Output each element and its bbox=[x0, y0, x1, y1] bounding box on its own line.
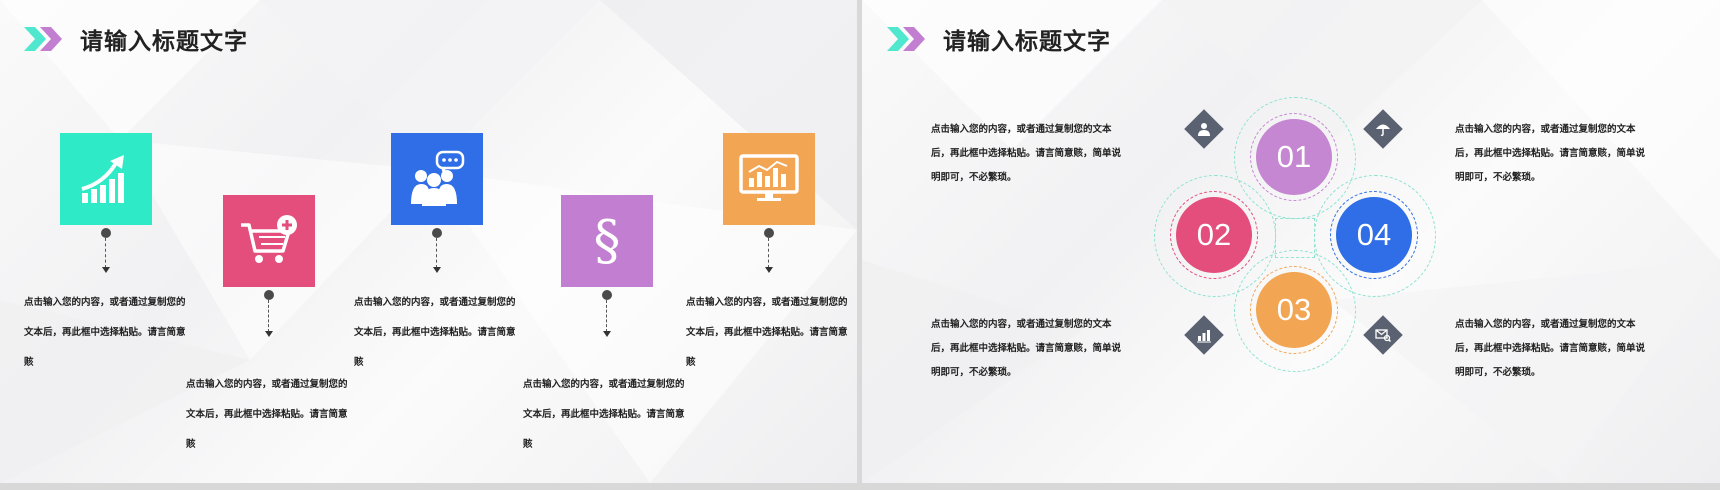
step-5-text: 点击输入您的内容，或者通过复制您的文本后，再此框中选择粘贴。请言简意赅 bbox=[686, 297, 848, 368]
point-number-04: 04 bbox=[1356, 217, 1392, 252]
growth-chart-icon bbox=[81, 155, 124, 203]
point-text-bottom-left: 点击输入您的内容，或者通过复制您的文本后，再此框中选择粘贴。请言简意赅，简单说明… bbox=[931, 319, 1122, 378]
point-text-top-right: 点击输入您的内容，或者通过复制您的文本后，再此框中选择粘贴。请言简意赅，简单说明… bbox=[1455, 124, 1646, 183]
team-chat-icon bbox=[411, 150, 465, 206]
timeline-connector bbox=[768, 238, 769, 268]
timeline-dot bbox=[432, 228, 442, 238]
timeline-dot bbox=[101, 228, 111, 238]
page-title: 请输入标题文字 bbox=[943, 29, 1111, 55]
point-circle-02: 02 bbox=[1170, 191, 1258, 279]
timeline-connector bbox=[606, 300, 607, 332]
step-4-text: 点击输入您的内容，或者通过复制您的文本后，再此框中选择粘贴。请言简意赅 bbox=[523, 379, 685, 450]
arrow-down-icon bbox=[765, 267, 773, 273]
slide-four-points: 请输入标题文字 点击输入您的内容，或者通过复制您的文本后，再此框中选择粘贴。请言… bbox=[862, 0, 1720, 483]
chevron-logo-icon bbox=[24, 27, 62, 51]
timeline-connector bbox=[105, 238, 106, 268]
slide-timeline: 请输入标题文字 点击输入您的内容，或者通过复制您的文本后，再此框中选择粘贴。请言… bbox=[0, 0, 857, 483]
title-row: 请输入标题文字 bbox=[887, 22, 1111, 56]
point-number-01: 01 bbox=[1276, 139, 1312, 174]
point-circle-01: 01 bbox=[1250, 113, 1338, 201]
user-icon bbox=[1198, 123, 1210, 136]
diamond-bottom-left bbox=[1184, 315, 1224, 355]
timeline-dot bbox=[764, 228, 774, 238]
chevron-logo-icon bbox=[887, 27, 925, 51]
center-square bbox=[1275, 218, 1315, 258]
diamond-bottom-right bbox=[1363, 315, 1403, 355]
point-text-bottom-right: 点击输入您的内容，或者通过复制您的文本后，再此框中选择粘贴。请言简意赅，简单说明… bbox=[1455, 319, 1646, 378]
step-1-icon-box bbox=[60, 133, 152, 225]
section-sign-icon: § bbox=[593, 209, 621, 272]
point-circle-04: 04 bbox=[1330, 191, 1418, 279]
polygon-background bbox=[862, 0, 1720, 483]
shopping-cart-add-icon bbox=[241, 215, 297, 263]
umbrella-icon bbox=[1376, 124, 1390, 137]
point-number-03: 03 bbox=[1276, 292, 1312, 327]
arrow-down-icon bbox=[433, 267, 441, 273]
diamond-top-left bbox=[1184, 109, 1224, 149]
arrow-down-icon bbox=[102, 267, 110, 273]
mail-search-icon bbox=[1375, 329, 1391, 343]
title-row: 请输入标题文字 bbox=[24, 22, 248, 56]
step-4-icon-box: § bbox=[561, 195, 653, 287]
dashed-ring bbox=[1234, 250, 1356, 372]
step-3-text: 点击输入您的内容，或者通过复制您的文本后，再此框中选择粘贴。请言简意赅 bbox=[354, 297, 516, 368]
bar-chart-icon bbox=[1197, 330, 1211, 343]
point-circle-03: 03 bbox=[1250, 266, 1338, 354]
arrow-down-icon bbox=[265, 331, 273, 337]
polygon-background bbox=[0, 0, 857, 483]
step-2-text: 点击输入您的内容，或者通过复制您的文本后，再此框中选择粘贴。请言简意赅 bbox=[186, 379, 348, 450]
diamond-top-right bbox=[1363, 109, 1403, 149]
timeline-dot bbox=[602, 290, 612, 300]
step-2-icon-box bbox=[223, 195, 315, 287]
page-title: 请输入标题文字 bbox=[80, 29, 248, 55]
step-5-icon-box bbox=[723, 133, 815, 225]
timeline-connector bbox=[436, 238, 437, 268]
timeline-connector bbox=[268, 300, 269, 332]
monitor-chart-icon bbox=[739, 154, 799, 201]
timeline-dot bbox=[264, 290, 274, 300]
point-text-top-left: 点击输入您的内容，或者通过复制您的文本后，再此框中选择粘贴。请言简意赅，简单说明… bbox=[931, 124, 1122, 183]
step-3-icon-box bbox=[391, 133, 483, 225]
point-number-02: 02 bbox=[1196, 217, 1232, 252]
arrow-down-icon bbox=[603, 331, 611, 337]
step-1-text: 点击输入您的内容，或者通过复制您的文本后，再此框中选择粘贴。请言简意赅 bbox=[24, 297, 186, 368]
